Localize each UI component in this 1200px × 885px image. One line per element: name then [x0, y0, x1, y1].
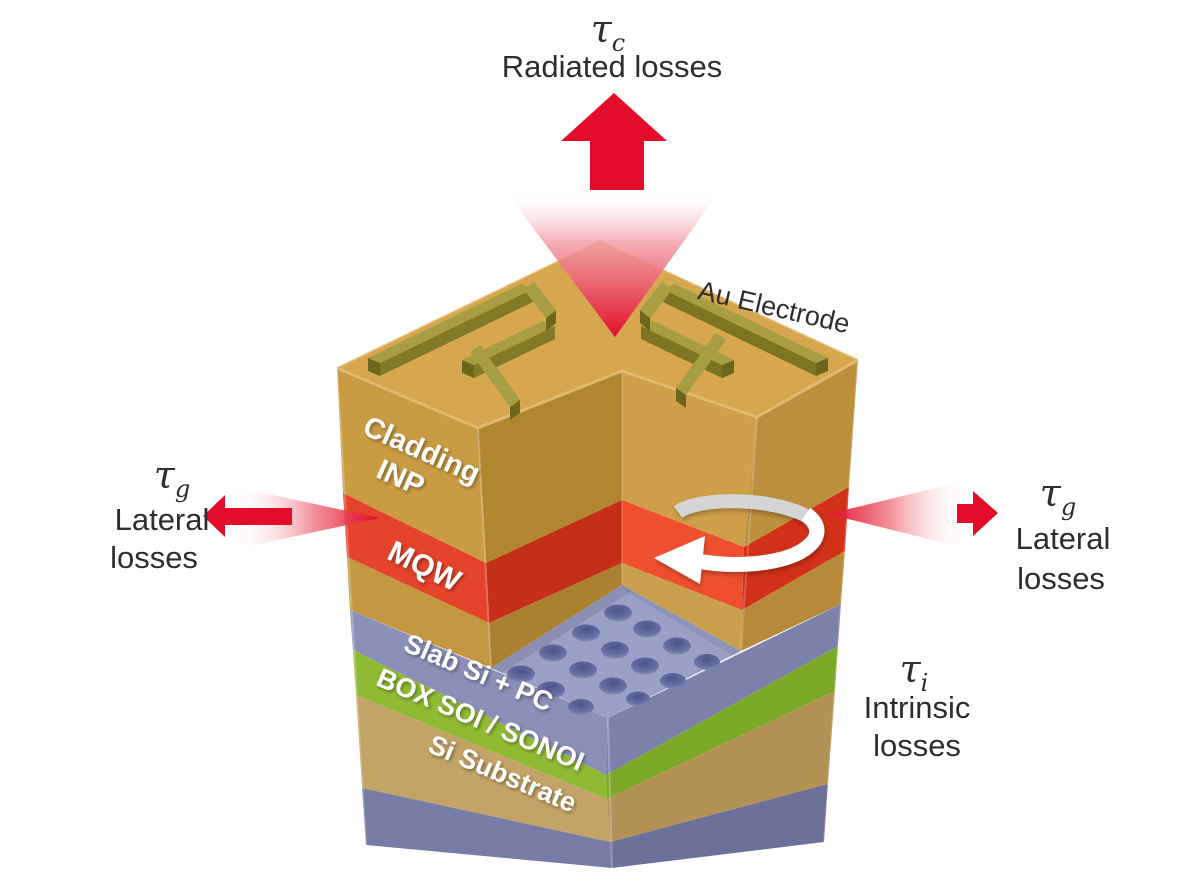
notch-left-wall — [478, 371, 622, 668]
pc-hole — [663, 637, 691, 655]
pc-hole-array — [507, 604, 720, 715]
up-arrow-icon — [561, 93, 667, 190]
left-arrow-icon — [203, 495, 292, 537]
pc-hole — [537, 681, 565, 699]
lateral-losses-left-label: τg Lateral losses — [110, 453, 209, 575]
intrinsic-line2: losses — [873, 728, 961, 763]
pc-floor-shadow-left — [491, 585, 632, 673]
electrode-bar-top — [640, 282, 672, 318]
pc-hole — [568, 699, 594, 715]
layer-substrate-left-face — [356, 695, 610, 842]
tau-g-right-symbol: τg — [1040, 471, 1076, 521]
layer-box-right-face — [606, 646, 838, 799]
lateral-loss-arrow-right — [828, 481, 998, 548]
layer-box-left-face — [353, 650, 607, 799]
pc-hole — [631, 657, 659, 675]
lateral-left-line1: Lateral — [115, 502, 210, 537]
notch-left-mqw — [486, 500, 622, 623]
circulation-arrow-icon — [654, 494, 825, 584]
tau-i-symbol: τi — [900, 647, 929, 697]
pc-hole — [569, 661, 597, 679]
layer-base-left-face — [362, 788, 612, 868]
pc-hole — [694, 654, 720, 670]
right-arrow-icon — [957, 491, 998, 536]
lateral-right-line1: Lateral — [1016, 521, 1111, 556]
photonic-crystal-floor — [491, 585, 741, 718]
electrode-bar-top — [676, 333, 726, 395]
layer-mqw-left-face — [343, 493, 489, 623]
layer-slab-right-face — [606, 604, 841, 775]
device-stack — [336, 239, 859, 869]
pc-hole — [626, 691, 650, 707]
layer-substrate-right-face — [607, 691, 835, 842]
electrode-bar-cap — [676, 388, 686, 408]
intrinsic-losses-label: τi Intrinsic losses — [864, 647, 971, 763]
electrode-bar-cap — [816, 358, 828, 376]
lateral-beam-left-icon — [235, 487, 380, 549]
lateral-beam-right-icon — [828, 481, 965, 548]
left-face-layers — [337, 368, 612, 868]
electrode-bar-cap — [510, 400, 520, 420]
electrode-bar-cap — [546, 310, 556, 331]
electrode-bar-top — [470, 345, 520, 407]
intrinsic-line1: Intrinsic — [864, 690, 971, 725]
pc-hole — [604, 604, 632, 622]
lateral-losses-right-label: τg Lateral losses — [1016, 471, 1111, 596]
lateral-loss-arrow-left — [203, 487, 380, 549]
pc-floor-shadow-right — [622, 585, 741, 657]
electrode-bar-cap — [640, 310, 650, 331]
pc-hole — [507, 665, 535, 683]
top-face — [337, 241, 858, 428]
pc-hole — [660, 673, 686, 689]
pc-hole — [601, 641, 629, 659]
electrode-bar-cap — [368, 358, 380, 376]
pc-hole — [599, 677, 627, 695]
electrode-bar-top — [663, 284, 828, 363]
down-beam-icon — [503, 188, 722, 337]
electrode-bar-top — [524, 282, 556, 318]
layer-inp-sliver-right-face — [741, 551, 845, 651]
notch-right-sliver — [622, 563, 742, 651]
electrode-bar-cap — [722, 360, 734, 378]
pc-hole — [572, 624, 600, 642]
notch-left-sliver — [489, 563, 622, 668]
electrode-bar-cap — [462, 360, 474, 378]
pc-hole — [633, 620, 661, 638]
layer-slab-left-face — [350, 610, 608, 775]
lateral-left-line2: losses — [110, 540, 198, 575]
electrode-bar-top — [368, 284, 533, 363]
electrode-bar-side — [663, 289, 816, 376]
radiated-loss-arrows — [503, 93, 722, 337]
layer-base-right-face — [610, 784, 828, 868]
right-face-layers — [606, 360, 858, 868]
notch-left-cladding — [478, 371, 622, 563]
layer-inp-sliver-left-face — [347, 557, 491, 668]
au-electrode-pattern — [368, 282, 828, 420]
tau-g-left-symbol: τg — [154, 453, 190, 503]
lateral-right-line2: losses — [1017, 561, 1105, 596]
edge-highlights — [336, 239, 859, 869]
electrode-bar-side — [380, 289, 533, 376]
tau-c-symbol: τc — [591, 7, 625, 57]
pc-hole — [539, 644, 567, 662]
radiated-losses-label: Radiated losses — [502, 49, 723, 84]
